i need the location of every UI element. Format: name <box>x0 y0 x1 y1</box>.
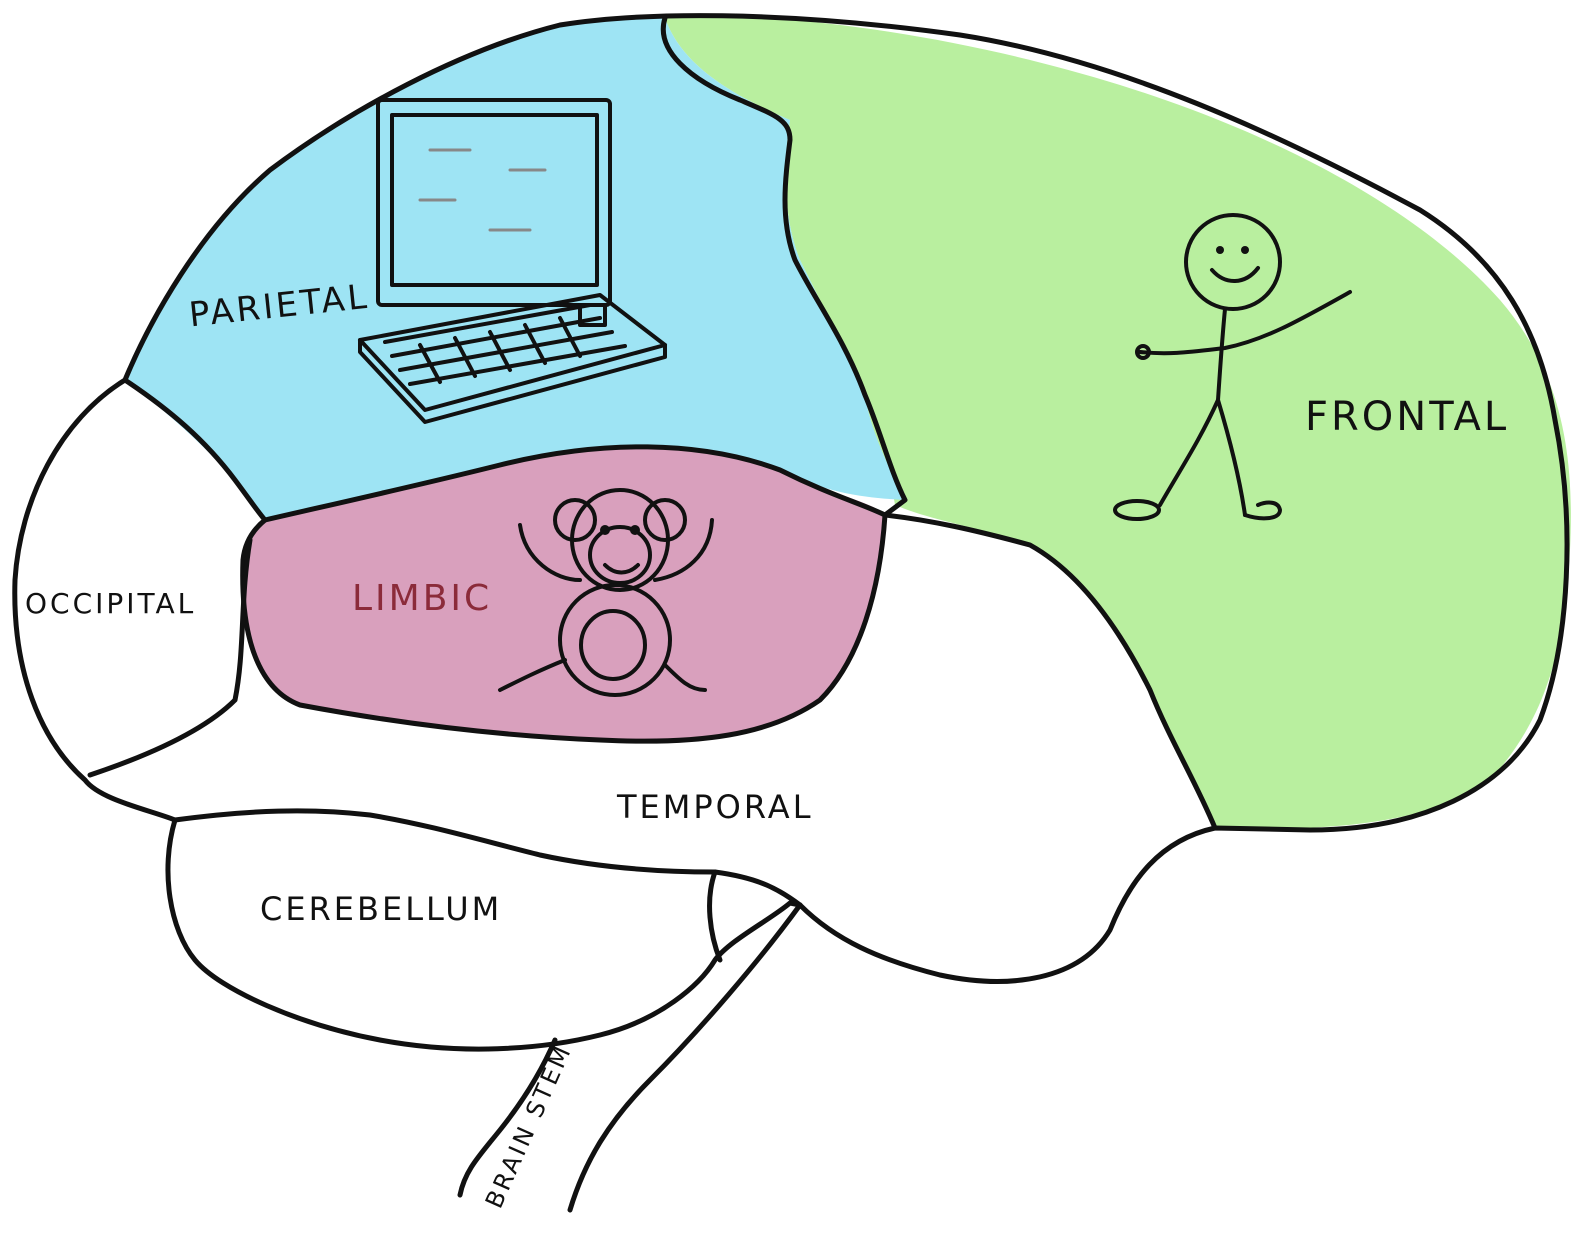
parietal-region <box>125 16 905 521</box>
lateral-sulcus-front <box>882 512 1218 831</box>
brain-outline <box>12 13 1570 1052</box>
temporal-cerebellum-boundary <box>172 808 803 908</box>
label-occipital: OCCIPITAL <box>25 587 196 620</box>
central-sulcus <box>660 15 908 518</box>
computer-icon <box>358 98 667 424</box>
limbic-outline <box>240 444 888 744</box>
stick-figure-icon <box>1113 213 1352 521</box>
cerebellum-edge <box>707 869 723 963</box>
frontal-region <box>665 16 1571 829</box>
label-brain-stem: BRAIN STEM <box>480 1039 578 1212</box>
brain-stem-right <box>567 902 803 1213</box>
label-temporal: TEMPORAL <box>616 788 814 826</box>
parieto-occipital-sulcus <box>122 377 268 523</box>
limbic-region <box>242 446 885 742</box>
label-frontal: FRONTAL <box>1305 394 1509 440</box>
label-cerebellum: CEREBELLUM <box>260 890 502 928</box>
monkey-icon <box>498 488 714 697</box>
occipital-boundary <box>87 537 253 778</box>
brain-stem-left <box>457 1037 558 1198</box>
label-limbic: LIMBIC <box>352 578 492 619</box>
